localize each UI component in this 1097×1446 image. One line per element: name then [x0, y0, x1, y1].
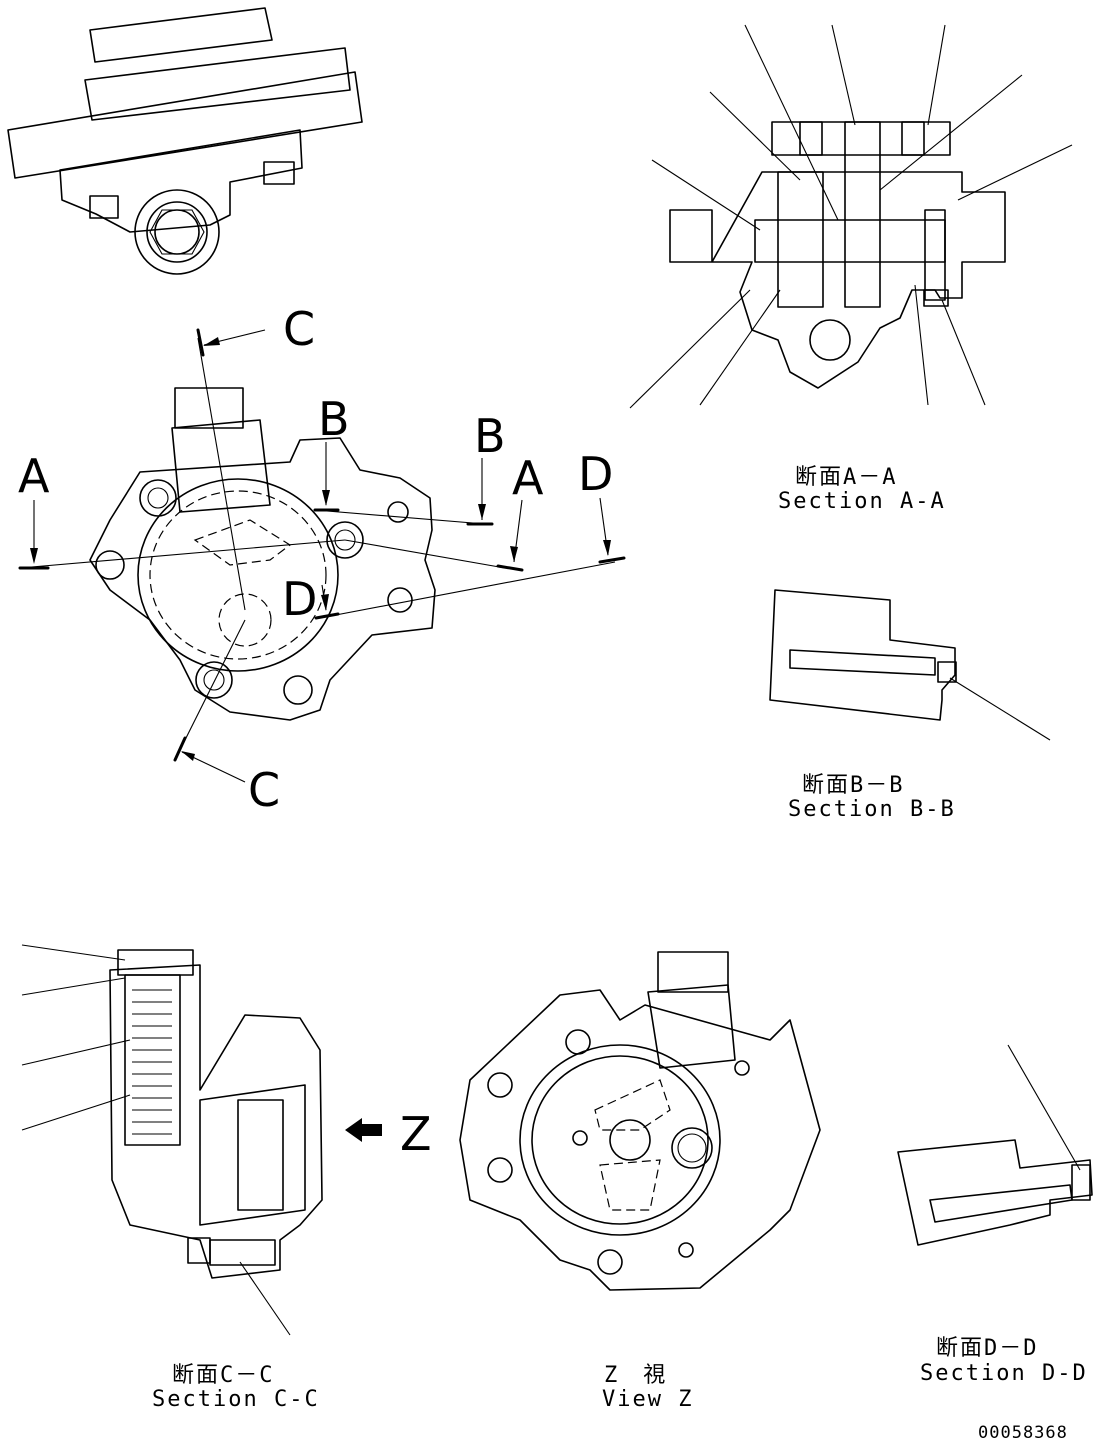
front-view-pump: C B B A A D D C: [18, 302, 626, 817]
view-z: Z 視 View Z: [459, 951, 821, 1412]
section-dd-view: 断面D－D Section D-D: [897, 1044, 1093, 1386]
cut-label-d-left: D: [282, 572, 317, 626]
caption-section-cc-en: Section C-C: [152, 1387, 320, 1412]
caption-section-cc-jp: 断面C－C: [172, 1363, 275, 1388]
drawing-id: 00058368: [978, 1423, 1068, 1443]
top-view-pump: [7, 7, 363, 275]
cut-label-a-left: A: [18, 449, 50, 503]
caption-view-z-en: View Z: [602, 1387, 693, 1412]
cut-label-c-bottom: C: [248, 763, 280, 817]
cut-label-c-top: C: [283, 302, 315, 356]
section-cc-view: Z 断面C－C Section C-C: [21, 944, 432, 1412]
caption-section-dd-jp: 断面D－D: [936, 1336, 1039, 1361]
caption-section-bb-jp: 断面B－B: [802, 773, 905, 798]
view-arrow-label: Z: [400, 1107, 432, 1161]
section-aa-view: 断面A－A Section A-A: [629, 24, 1073, 514]
cut-label-b-left: B: [318, 392, 350, 446]
caption-view-z-jp: Z 視: [604, 1363, 667, 1388]
cut-label-d-right: D: [578, 447, 613, 501]
caption-section-aa-en: Section A-A: [778, 489, 946, 514]
caption-section-dd-en: Section D-D: [920, 1361, 1088, 1386]
caption-section-bb-en: Section B-B: [788, 797, 956, 822]
cut-label-a-right: A: [512, 451, 544, 505]
caption-section-aa-jp: 断面A－A: [795, 465, 898, 490]
section-bb-view: 断面B－B Section B-B: [769, 589, 1051, 822]
cut-label-b-right: B: [474, 409, 506, 463]
cut-arrows: [30, 329, 611, 783]
